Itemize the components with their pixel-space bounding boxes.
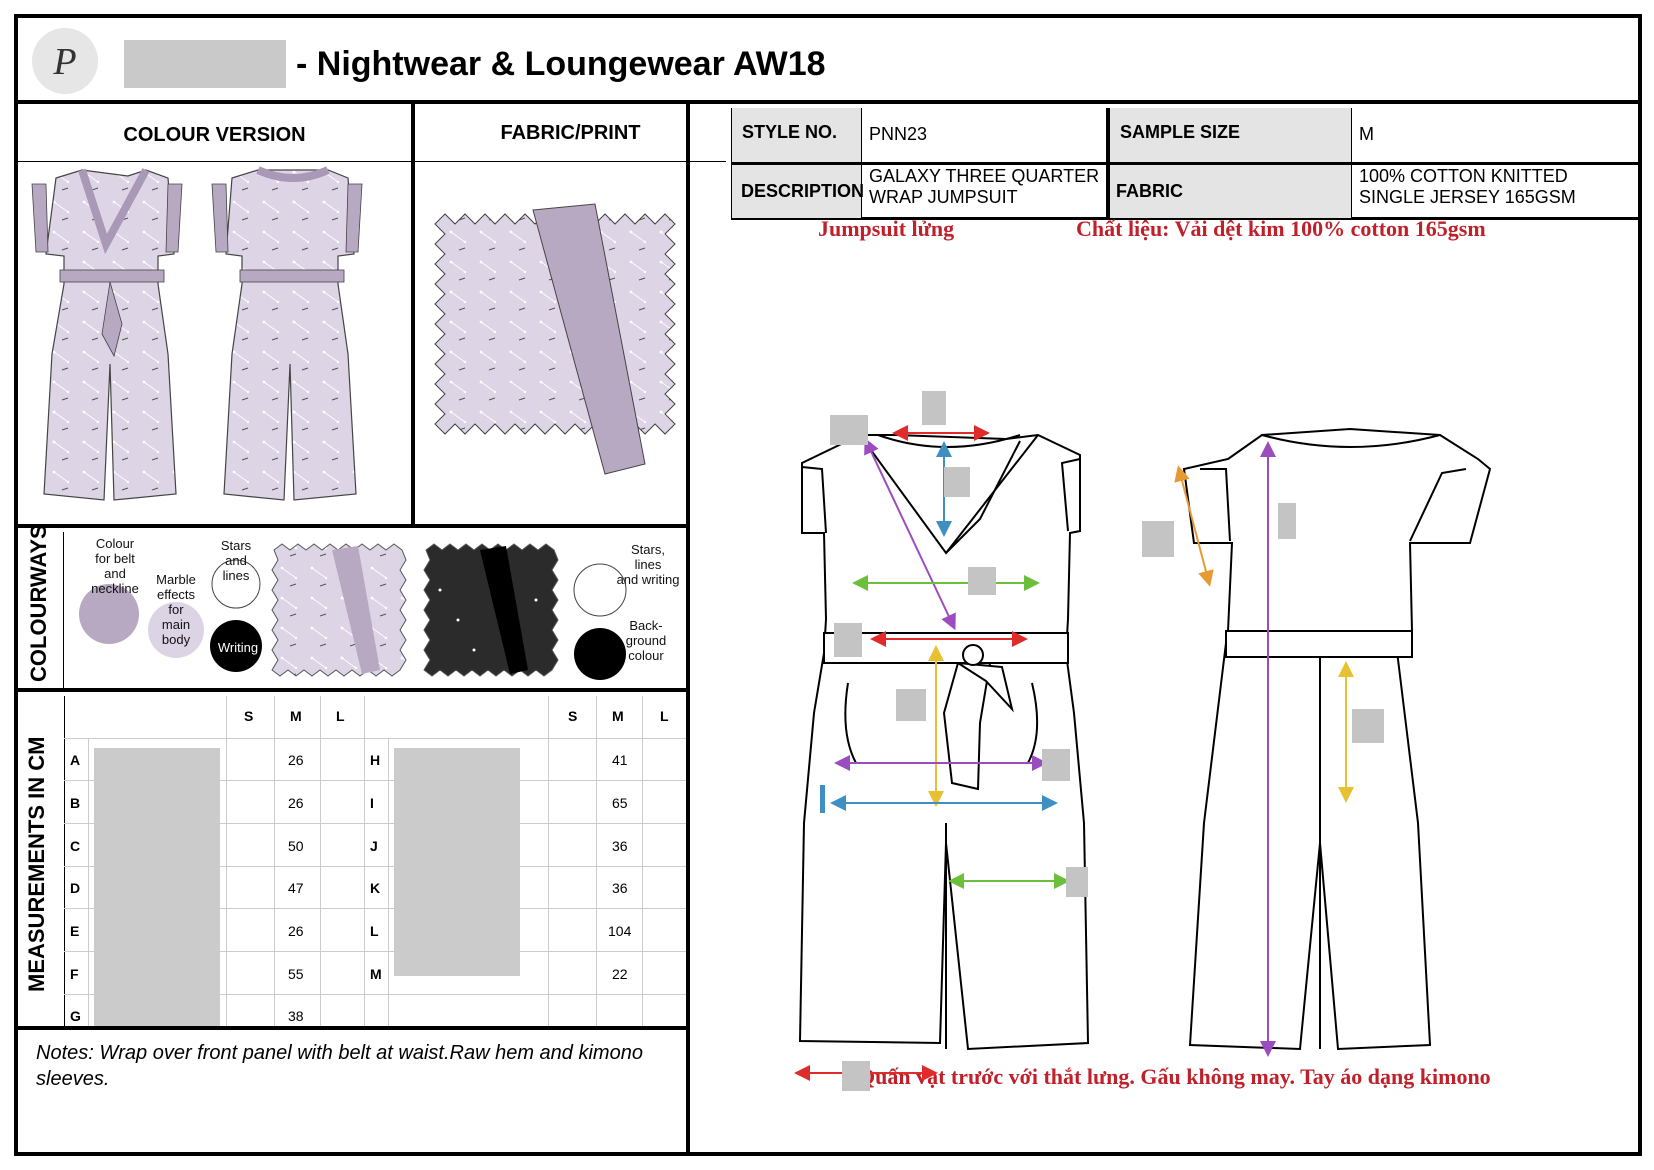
belt-colour-swatch (79, 584, 139, 644)
row-value-m: 47 (288, 880, 304, 896)
size-header-s: S (568, 708, 578, 724)
stars-label: Stars and lines (220, 538, 252, 583)
back-colour-sketch (211, 166, 363, 501)
row-code: G (70, 1008, 81, 1024)
redacted-label (944, 467, 970, 497)
row-code: D (70, 880, 81, 896)
annotation-footer: Quấn vạt trước với thắt lưng. Gấu không … (858, 1064, 1491, 1089)
row-value-m: 38 (288, 1008, 304, 1024)
spec-table: STYLE NO. PNN23 SAMPLE SIZE M DESCRIPTIO… (731, 108, 1638, 220)
size-header-m: M (612, 708, 624, 724)
belt-colour-label: Colour for belt and neckline (91, 536, 139, 596)
redacted-label (896, 689, 926, 721)
redacted-descriptions (94, 748, 220, 1026)
background-colour-label: Back- ground colour (625, 618, 667, 663)
colourways-heading: COLOURWAYS (26, 524, 51, 682)
measurement-table: MEASUREMENTS IN CM S M L S M L A 26 B 26 (18, 696, 726, 1036)
writing-colour-swatch (210, 620, 262, 672)
redacted-label (968, 567, 996, 595)
row-code: M (370, 966, 382, 982)
row-code: H (370, 752, 381, 768)
divider (686, 104, 690, 1156)
divider (411, 104, 415, 528)
row-value-m: 36 (612, 880, 628, 896)
front-colour-sketch (31, 168, 183, 501)
row-value-m: 26 (288, 923, 304, 939)
sample-size-value: M (1359, 124, 1374, 144)
size-header-m: M (290, 708, 302, 724)
header: P - Nightwear & Loungewear AW18 (18, 18, 1638, 104)
size-header-l: L (336, 708, 345, 724)
shoulder-to-waist-arrow (864, 437, 956, 631)
marble-colour-swatch (148, 602, 204, 658)
colourways-side-header: COLOURWAYS (18, 524, 64, 692)
redacted-descriptions (394, 748, 520, 976)
page-title: - Nightwear & Loungewear AW18 (296, 45, 826, 83)
technical-flat-drawing (794, 391, 1492, 1091)
dark-fabric-swatch (423, 543, 559, 677)
style-no-value: PNN23 (869, 124, 928, 144)
fabric-swatch (434, 203, 676, 475)
row-value-m: 50 (288, 838, 304, 854)
redacted-label (1352, 709, 1384, 743)
blue-marker (820, 785, 825, 813)
redacted-label (1142, 521, 1174, 557)
fabric-value: 100% COTTON KNITTED SINGLE JERSEY 165GSM (1359, 166, 1576, 207)
fabric-label: FABRIC (1110, 165, 1351, 218)
row-value-m: 26 (288, 795, 304, 811)
tech-pack-sheet: P - Nightwear & Loungewear AW18 COLOUR V… (14, 14, 1642, 1156)
row-value-m: 26 (288, 752, 304, 768)
fabric-print-heading: FABRIC/PRINT (415, 108, 726, 162)
row-code: L (370, 923, 379, 939)
stars-lines-writing-label: Stars, lines and writing (616, 542, 680, 587)
back-flat (1182, 427, 1492, 1051)
redacted-label (830, 415, 868, 445)
annotation-jumpsuit: Jumpsuit lửng (818, 216, 955, 241)
stars-colour-swatch (211, 559, 261, 609)
row-code: B (70, 795, 81, 811)
colourways-swatches (79, 543, 627, 680)
description-value: GALAXY THREE QUARTER WRAP JUMPSUIT (869, 166, 1100, 207)
redacted-label (1278, 503, 1296, 539)
redacted-label (834, 623, 862, 657)
divider (18, 688, 686, 692)
divider (18, 1026, 686, 1030)
annotation-material: Chất liệu: Vải dệt kim 100% cotton 165gs… (1076, 216, 1486, 241)
row-code: K (370, 880, 381, 896)
row-value-m: 104 (608, 923, 632, 939)
row-value-m: 36 (612, 838, 628, 854)
row-code: C (70, 838, 81, 854)
row-code: I (370, 795, 374, 811)
row-code: J (370, 838, 378, 854)
row-value-m: 22 (612, 966, 628, 982)
redacted-label (1066, 867, 1088, 897)
redacted-label (842, 1061, 870, 1091)
brand-logo: P (32, 28, 98, 94)
redacted-label (922, 391, 946, 425)
redacted-brand-name (124, 40, 286, 88)
colour-version-heading: COLOUR VERSION (18, 108, 411, 162)
row-code: E (70, 923, 80, 939)
white-colour-swatch (573, 563, 627, 617)
divider (18, 524, 686, 528)
redacted-label (1042, 749, 1070, 781)
row-code: F (70, 966, 79, 982)
row-value-m: 55 (288, 966, 304, 982)
style-no-label: STYLE NO. (732, 108, 861, 162)
sleeve-length-arrow (1174, 465, 1214, 587)
row-value-m: 65 (612, 795, 628, 811)
marble-label: Marble effects for main body (156, 572, 196, 647)
colour-version-sketches (31, 166, 363, 501)
sample-size-label: SAMPLE SIZE (1110, 108, 1351, 162)
row-code: A (70, 752, 81, 768)
size-header-l: L (660, 708, 669, 724)
notes: Notes: Wrap over front panel with belt a… (36, 1042, 643, 1090)
measurements-heading: MEASUREMENTS IN CM (24, 736, 49, 992)
row-value-m: 41 (612, 752, 628, 768)
description-label: DESCRIPTION (732, 165, 864, 218)
background-colour-swatch (574, 628, 626, 680)
size-header-s: S (244, 708, 254, 724)
writing-label: Writing (217, 640, 259, 655)
